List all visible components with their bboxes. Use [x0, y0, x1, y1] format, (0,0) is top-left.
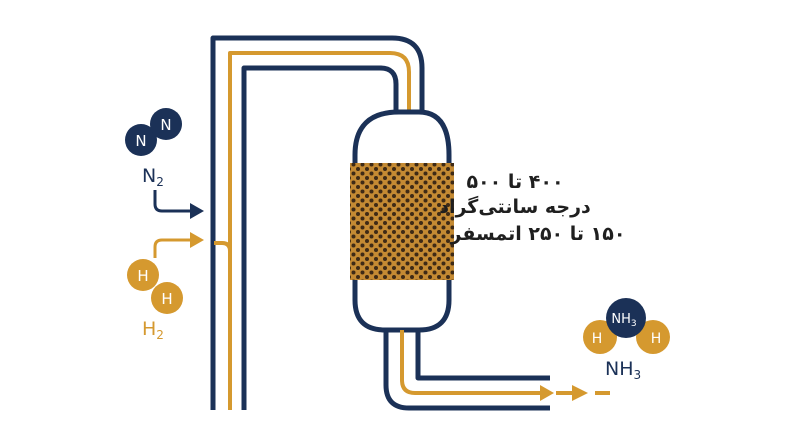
inlet-piping [210, 35, 425, 410]
hydrogen-atom-1-label: H [137, 267, 148, 285]
catalyst-bed [350, 163, 454, 280]
nitrogen-atom-2-label: N [160, 116, 171, 134]
nitrogen-arrow-line [153, 190, 193, 213]
ammonia-formula-sub: 3 [634, 368, 642, 382]
outlet-arrow [540, 385, 554, 401]
ammonia-hydrogen-right [636, 320, 670, 354]
nitrogen-formula: N2 [142, 165, 164, 189]
ammonia-center-sub: 3 [631, 319, 637, 329]
ammonia-center-main: NH [611, 312, 631, 327]
hydrogen-atom-2-label: H [161, 290, 172, 308]
ammonia-output: H H NH3 NH3 [583, 298, 670, 382]
ammonia-center-label: NH3 [611, 312, 636, 329]
hydrogen-formula-main: H [142, 318, 156, 340]
hydrogen-input: H H H2 [127, 232, 204, 342]
nitrogen-atom-1 [125, 124, 157, 156]
ammonia-nitrogen-center [606, 298, 646, 338]
nitrogen-formula-main: N [142, 165, 156, 187]
ammonia-right-atom-label: H [651, 331, 662, 347]
temperature-range: ۴۰۰ تا ۵۰۰ [466, 171, 563, 193]
product-arrow [572, 385, 588, 401]
pressure-range: ۱۵۰ تا ۲۵۰ اتمسفر [450, 223, 626, 245]
hydrogen-arrow-line [153, 238, 193, 258]
reaction-conditions: ۴۰۰ تا ۵۰۰ درجه سانتی‌گراد ۱۵۰ تا ۲۵۰ ات… [439, 171, 625, 245]
hydrogen-formula-sub: 2 [156, 328, 164, 342]
nitrogen-atom-2 [150, 108, 182, 140]
nitrogen-formula-sub: 2 [156, 175, 164, 189]
ammonia-hydrogen-left [583, 320, 617, 354]
temperature-unit: درجه سانتی‌گراد [439, 195, 591, 218]
inner-feed-pipe [241, 65, 399, 410]
hydrogen-feed-line [214, 241, 232, 410]
ammonia-left-atom-label: H [592, 331, 603, 347]
reactor-vessel [350, 109, 454, 333]
nitrogen-arrow-head [190, 203, 204, 219]
ammonia-formula: NH3 [605, 358, 641, 382]
nitrogen-atom-1-label: N [135, 132, 146, 150]
outer-feed-pipe [210, 35, 425, 410]
hydrogen-formula: H2 [142, 318, 164, 342]
outlet-piping [383, 330, 610, 411]
outlet-pipe-right [415, 330, 550, 381]
hydrogen-arrow-head [190, 232, 204, 248]
nitrogen-input: N N N2 [125, 108, 204, 219]
ammonia-formula-main: NH [605, 358, 634, 380]
outlet-pipe-left [383, 330, 550, 411]
hydrogen-atom-2 [151, 282, 183, 314]
outlet-flow-line [400, 330, 544, 395]
hydrogen-atom-1 [127, 259, 159, 291]
gas-flow-line [228, 51, 411, 410]
